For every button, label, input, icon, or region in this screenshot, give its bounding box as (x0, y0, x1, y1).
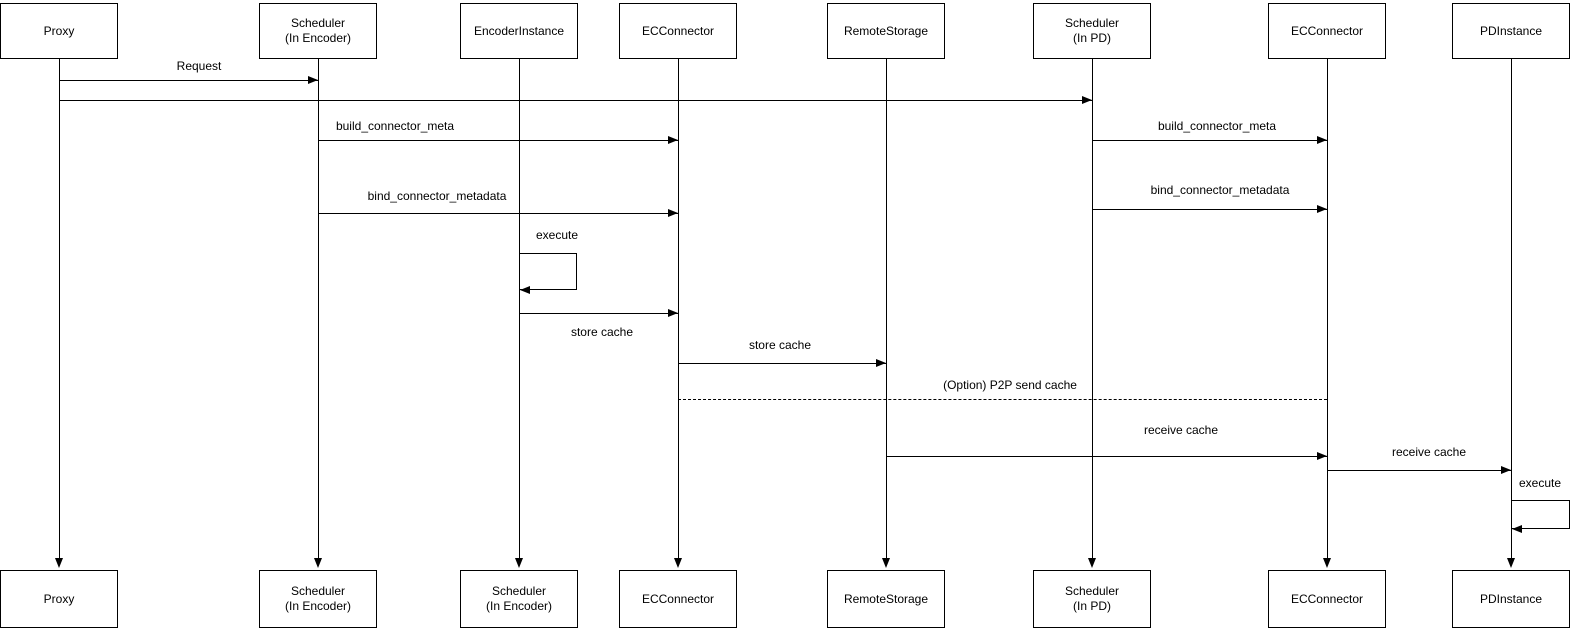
participant-label: Scheduler (491, 584, 547, 598)
arrowhead-right-icon (308, 76, 318, 84)
lifeline-end-arrow-icon (1088, 558, 1096, 568)
lifeline-end-arrow-icon (674, 558, 682, 568)
participant-box-ecconnector1-bottom[interactable]: ECConnector (619, 570, 737, 628)
participant-box-pdinstance-top[interactable]: PDInstance (1452, 3, 1570, 59)
participant-label: Scheduler (290, 16, 346, 30)
lifeline-end-arrow-icon (1323, 558, 1331, 568)
participant-label: ECConnector (1290, 23, 1364, 38)
arrowhead-right-icon (668, 136, 678, 144)
participant-sublabel: (In Encoder) (284, 599, 352, 613)
arrowhead-right-icon (668, 309, 678, 317)
participant-label: Scheduler (1064, 584, 1120, 598)
message-label: receive cache (1388, 445, 1470, 459)
message-label: (Option) P2P send cache (940, 378, 1080, 392)
participant-label: ECConnector (641, 23, 715, 38)
lifeline-proxy (59, 59, 60, 559)
message-line (886, 456, 1327, 457)
message-label: execute (532, 228, 582, 242)
lifeline-scheduler-encoder (318, 59, 319, 559)
participant-box-pdinstance-bottom[interactable]: PDInstance (1452, 570, 1570, 628)
arrowhead-right-icon (1501, 466, 1511, 474)
participant-sublabel: (In PD) (1072, 31, 1111, 45)
participant-box-remote-storage-bottom[interactable]: RemoteStorage (827, 570, 945, 628)
arrowhead-right-icon (1317, 136, 1327, 144)
arrowhead-right-icon (1082, 96, 1092, 104)
participant-label: Proxy (43, 23, 75, 38)
message-label: bind_connector_metadata (364, 189, 510, 203)
message-label: execute (1515, 476, 1565, 490)
participant-sublabel: (In Encoder) (485, 599, 553, 613)
message-label: bind_connector_metadata (1147, 183, 1293, 197)
participant-label: RemoteStorage (843, 23, 929, 38)
participant-box-scheduler-pd-top[interactable]: Scheduler (In PD) (1033, 3, 1151, 59)
arrowhead-right-icon (1317, 452, 1327, 460)
message-line (1092, 140, 1327, 141)
participant-box-ecconnector2-top[interactable]: ECConnector (1268, 3, 1386, 59)
participant-label: EncoderInstance (473, 23, 565, 38)
participant-sublabel: (In Encoder) (284, 31, 352, 45)
lifeline-ecconnector2 (1327, 59, 1328, 559)
lifeline-end-arrow-icon (882, 558, 890, 568)
message-label: Request (173, 59, 225, 73)
participant-box-scheduler-encoder2-bottom[interactable]: Scheduler (In Encoder) (460, 570, 578, 628)
lifeline-scheduler-pd (1092, 59, 1093, 559)
message-label: store cache (567, 325, 637, 339)
self-loop-line (1511, 500, 1570, 529)
message-line (1092, 209, 1327, 210)
arrowhead-left-icon (1512, 525, 1522, 533)
participant-box-scheduler-encoder-bottom[interactable]: Scheduler (In Encoder) (259, 570, 377, 628)
participant-label: Proxy (43, 591, 75, 606)
lifeline-encoder-instance (519, 59, 520, 559)
participant-label: Scheduler (290, 584, 346, 598)
message-label: receive cache (1140, 423, 1222, 437)
participant-label: RemoteStorage (843, 591, 929, 606)
participant-box-scheduler-encoder-top[interactable]: Scheduler (In Encoder) (259, 3, 377, 59)
message-line (318, 213, 678, 214)
message-line (59, 100, 1092, 101)
participant-box-proxy-top[interactable]: Proxy (0, 3, 118, 59)
lifeline-end-arrow-icon (314, 558, 322, 568)
lifeline-end-arrow-icon (515, 558, 523, 568)
participant-label: PDInstance (1479, 23, 1543, 38)
participant-box-scheduler-pd-bottom[interactable]: Scheduler (In PD) (1033, 570, 1151, 628)
message-line (59, 80, 318, 81)
lifeline-end-arrow-icon (55, 558, 63, 568)
participant-label: ECConnector (641, 591, 715, 606)
arrowhead-left-icon (520, 286, 530, 294)
participant-box-encoder-instance-top[interactable]: EncoderInstance (460, 3, 578, 59)
message-line (1327, 470, 1511, 471)
participant-label: PDInstance (1479, 591, 1543, 606)
arrowhead-right-icon (1317, 205, 1327, 213)
message-line-dashed (678, 399, 1327, 400)
message-label: build_connector_meta (332, 119, 458, 133)
participant-label: Scheduler (1064, 16, 1120, 30)
self-loop-line (519, 253, 577, 290)
participant-box-remote-storage-top[interactable]: RemoteStorage (827, 3, 945, 59)
lifeline-ecconnector1 (678, 59, 679, 559)
participant-box-ecconnector2-bottom[interactable]: ECConnector (1268, 570, 1386, 628)
lifeline-end-arrow-icon (1507, 558, 1515, 568)
message-line (519, 313, 678, 314)
message-label: build_connector_meta (1154, 119, 1280, 133)
participant-box-proxy-bottom[interactable]: Proxy (0, 570, 118, 628)
lifeline-pdinstance (1511, 59, 1512, 559)
message-line (678, 363, 886, 364)
participant-label: ECConnector (1290, 591, 1364, 606)
message-line (318, 140, 678, 141)
arrowhead-right-icon (668, 209, 678, 217)
participant-sublabel: (In PD) (1072, 599, 1111, 613)
message-label: store cache (745, 338, 815, 352)
participant-box-ecconnector1-top[interactable]: ECConnector (619, 3, 737, 59)
arrowhead-right-icon (876, 359, 886, 367)
lifeline-remote-storage (886, 59, 887, 559)
